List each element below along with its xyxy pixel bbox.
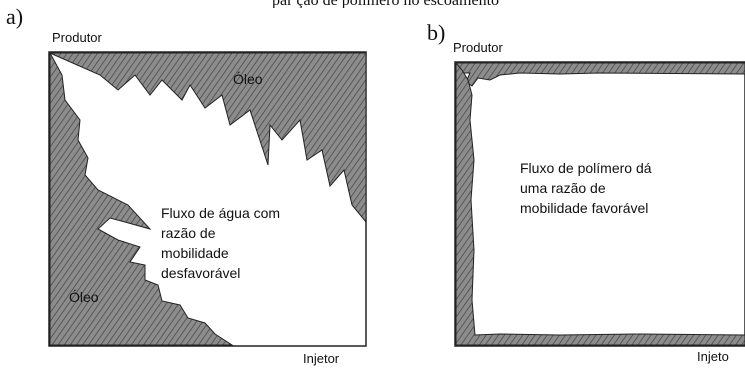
- panel-b-injector-label: Injeto: [697, 349, 729, 364]
- polymer-text-line: Fluxo de polímero dá: [520, 160, 652, 176]
- panel-a-producer-label: Produtor: [52, 30, 102, 45]
- panel-a-letter: a): [6, 4, 24, 29]
- panel-a-injector-label: Injetor: [303, 351, 340, 366]
- panel-b-frame: [454, 61, 745, 347]
- water-text-line: desfavorável: [161, 265, 241, 281]
- polymer-text-line: uma razão de: [520, 180, 606, 196]
- panel-b-oil-left-strip: [455, 61, 745, 346]
- panel-a: [48, 51, 367, 347]
- panel-b: [454, 61, 745, 347]
- panel-a-oil-label-bottom: Óleo: [69, 289, 99, 305]
- water-text-line: razão de: [161, 225, 216, 241]
- panel-b-oil-top-strip: [455, 62, 745, 87]
- panel-b-producer-label: Produtor: [453, 40, 503, 55]
- panel-b-letter: b): [427, 20, 446, 45]
- panel-a-oil-label-top: Óleo: [233, 71, 263, 87]
- panel-a-oil-bottom-left: [49, 52, 234, 346]
- figure-title-text: par ção de polímero no escoamento: [272, 0, 499, 8]
- polymer-text-line: mobilidade favorável: [520, 200, 649, 216]
- water-text-line: Fluxo de água com: [161, 205, 281, 221]
- panel-b-polymer-flow-text: Fluxo de polímero dá uma razão de mobili…: [520, 158, 652, 218]
- panel-a-oil-top-right: [49, 52, 367, 224]
- water-text-line: mobilidade: [161, 245, 229, 261]
- figure-title-cropped: par ção de polímero no escoamento: [0, 0, 745, 8]
- panel-a-water-flow-text: Fluxo de água com razão de mobilidade de…: [161, 203, 280, 283]
